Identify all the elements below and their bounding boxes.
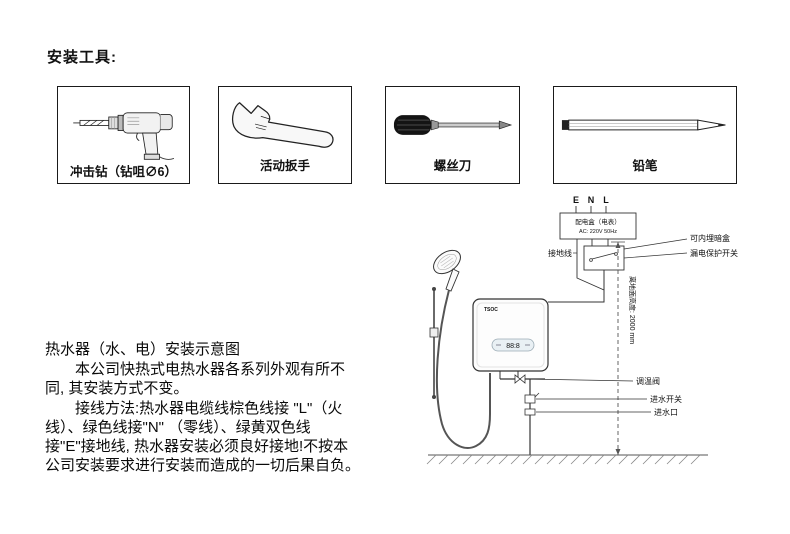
shower-head — [433, 249, 461, 275]
tools-heading: 安装工具: — [47, 49, 117, 66]
inlet-label: 进水口 — [654, 407, 678, 417]
installation-diagram: E N L 配电盒（电表） AC: 220V 50Hz 接地线 — [420, 192, 742, 492]
tool-box-adjustable-wrench: 活动扳手 — [218, 86, 352, 184]
pipework — [499, 371, 545, 455]
tool-label: 螺丝刀 — [433, 159, 472, 173]
tool-box-screwdriver: 螺丝刀 — [385, 86, 520, 184]
inlet-switch-valve — [524, 394, 536, 404]
terminal-label-e: E — [573, 195, 579, 205]
tool-box-pencil: 铅笔 — [553, 86, 737, 184]
power-box-title: 配电盒（电表） — [575, 217, 621, 226]
description-paragraph-2: 接线方法:热水器电缆线棕色线接 "L"（火线）、绿色线接"N" （零线）、绿黄双… — [45, 399, 361, 475]
breaker-wires — [591, 239, 609, 246]
ground-wire-label: 接地线 — [548, 248, 572, 258]
temp-valve — [514, 374, 526, 384]
leakage-switch-label: 漏电保护开关 — [690, 248, 738, 258]
heater-display-text: 88:8 — [506, 343, 520, 350]
description-title: 热水器（水、电）安装示意图 — [45, 341, 241, 358]
height-label: 离地面高度: 2000 mm — [628, 276, 637, 344]
concealed-box-label: 可内埋暗盒 — [690, 233, 730, 243]
tool-label: 冲击钻（钻咀∅6） — [70, 165, 177, 179]
heater-unit: TSOC 88:8 — [472, 298, 549, 372]
shower-assembly — [429, 249, 491, 449]
inlet-fitting — [524, 408, 536, 416]
main-cable — [548, 270, 605, 303]
power-box-spec: AC: 220V 50Hz — [579, 229, 617, 235]
heater-display — [491, 338, 535, 352]
power-box: 配电盒（电表） AC: 220V 50Hz — [559, 212, 637, 240]
description-section: 热水器（水、电）安装示意图 本公司快热式电热水器各系列外观有所不同, 其安装方式… — [45, 340, 361, 475]
terminal-label-n: N — [588, 195, 595, 205]
shower-hose — [435, 289, 491, 449]
temp-valve-label: 调温阀 — [636, 377, 660, 386]
tool-box-impact-drill: 冲击钻（钻咀∅6） — [57, 86, 190, 184]
heater-brand: TSOC — [484, 307, 498, 313]
pencil-icon — [558, 95, 732, 155]
terminal-label-l: L — [603, 195, 609, 205]
ground-wire — [576, 239, 605, 291]
screwdriver-icon — [390, 95, 515, 155]
leakage-switch-leader — [623, 252, 688, 259]
adjustable-wrench-icon — [223, 95, 347, 155]
description-paragraph-1: 本公司快热式电热水器各系列外观有所不同, 其安装方式不变。 — [45, 361, 346, 398]
terminal-wires — [575, 206, 607, 213]
shower-handle — [445, 268, 460, 292]
concealed-box-leader — [623, 238, 688, 250]
impact-drill-icon — [62, 95, 185, 161]
temp-valve-leader — [526, 378, 634, 382]
tool-label: 活动扳手 — [259, 159, 310, 173]
inlet-switch-label: 进水开关 — [650, 394, 682, 404]
ground-line — [426, 454, 708, 465]
height-dimension — [611, 241, 625, 455]
tool-label: 铅笔 — [632, 159, 658, 173]
